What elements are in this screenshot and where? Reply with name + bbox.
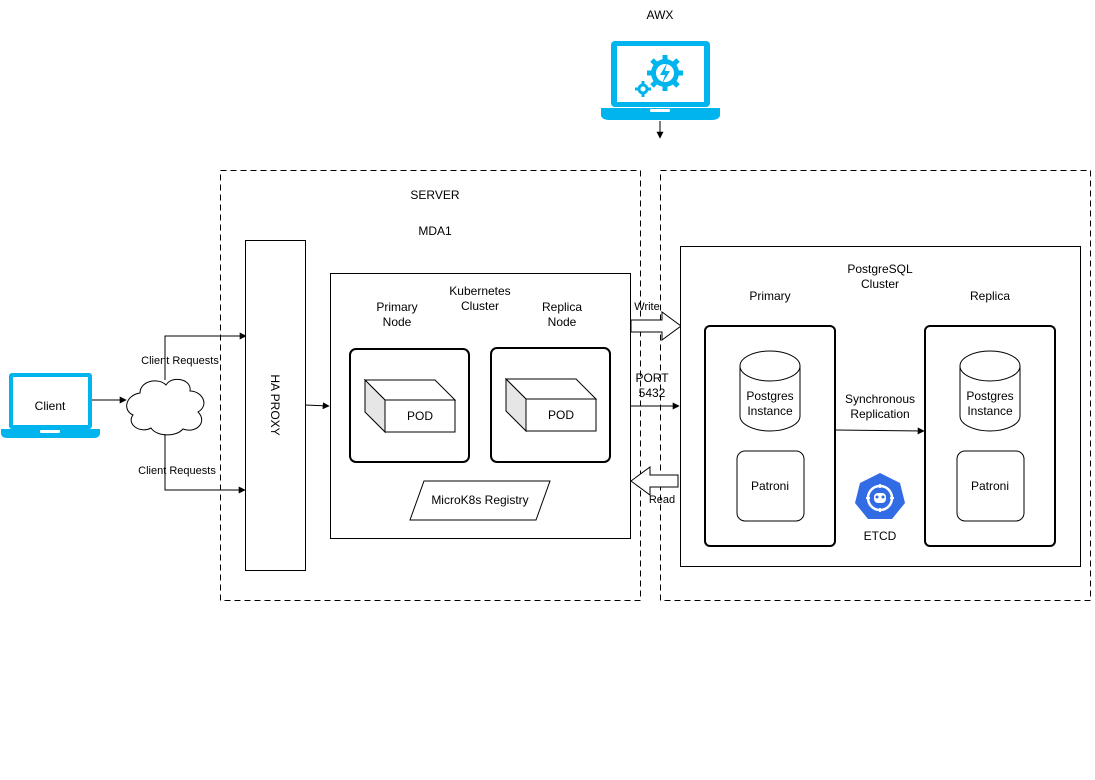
replica-node-label-line2: Node [548,315,577,329]
patroni-replica-box [956,450,1025,522]
replication-arrow [834,427,925,435]
postgres-title-line2: Cluster [861,277,899,291]
port-label-line2: 5432 [639,386,666,400]
client-label: Client [35,399,66,413]
write-label: Write [634,301,659,313]
patroni-primary-label: Patroni [751,479,789,493]
primary-node-label-line2: Node [383,315,412,329]
postgres-primary-label: Primary [749,289,790,303]
patroni-replica-label: Patroni [971,479,1009,493]
postgres-replica-label: Replica [970,289,1010,303]
database-boundary [660,170,1091,601]
request-path-bottom [164,434,246,494]
etcd-heptagon-icon [855,473,905,519]
ha-proxy-box [245,240,306,571]
client-laptop-icon [1,373,100,438]
server-label: SERVER [410,188,459,202]
replica-node-label-line1: Replica [542,300,582,314]
internet-cloud-icon [126,378,205,436]
pod-cube-icon [363,378,457,434]
replica-instance-label-line1: Postgres [966,389,1013,403]
primary-instance-label-line2: Instance [747,404,793,418]
postgres-title-line1: PostgreSQL [847,262,913,276]
kubernetes-title-line2: Cluster [461,299,499,313]
replica-instance-label-line2: Instance [967,404,1013,418]
site-label: MDA1 [418,224,452,238]
read-label: Read [649,494,675,506]
primary-instance-label-line1: Postgres [746,389,793,403]
database-cylinder-icon [959,350,1021,432]
client-requests-label-bottom: Client Requests [138,465,216,477]
kubernetes-title-line1: Kubernetes [449,284,510,298]
write-arrow [630,311,682,341]
port-label-line1: PORT [635,371,669,385]
read-arrow [630,466,679,496]
database-cylinder-icon [739,350,801,432]
gear-lightning-icon [635,55,683,97]
registry-label: MicroK8s Registry [431,493,528,507]
proxy-to-kubernetes-arrow [304,402,330,410]
awx-label: AWX [647,8,674,22]
patroni-primary-box [736,450,805,522]
registry-shape [409,480,551,521]
ha-proxy-label: HA PROXY [268,374,282,435]
sync-label-line2: Replication [850,407,909,421]
primary-node-label-line1: Primary [376,300,417,314]
pod-cube-icon [504,377,598,433]
sync-label-line1: Synchronous [845,392,915,406]
request-path-top [164,332,247,380]
server-boundary [220,170,641,601]
etcd-label: ETCD [864,529,897,543]
pod-label-replica: POD [548,408,574,422]
client-requests-label-top: Client Requests [141,355,219,367]
pod-label-primary: POD [407,409,433,423]
